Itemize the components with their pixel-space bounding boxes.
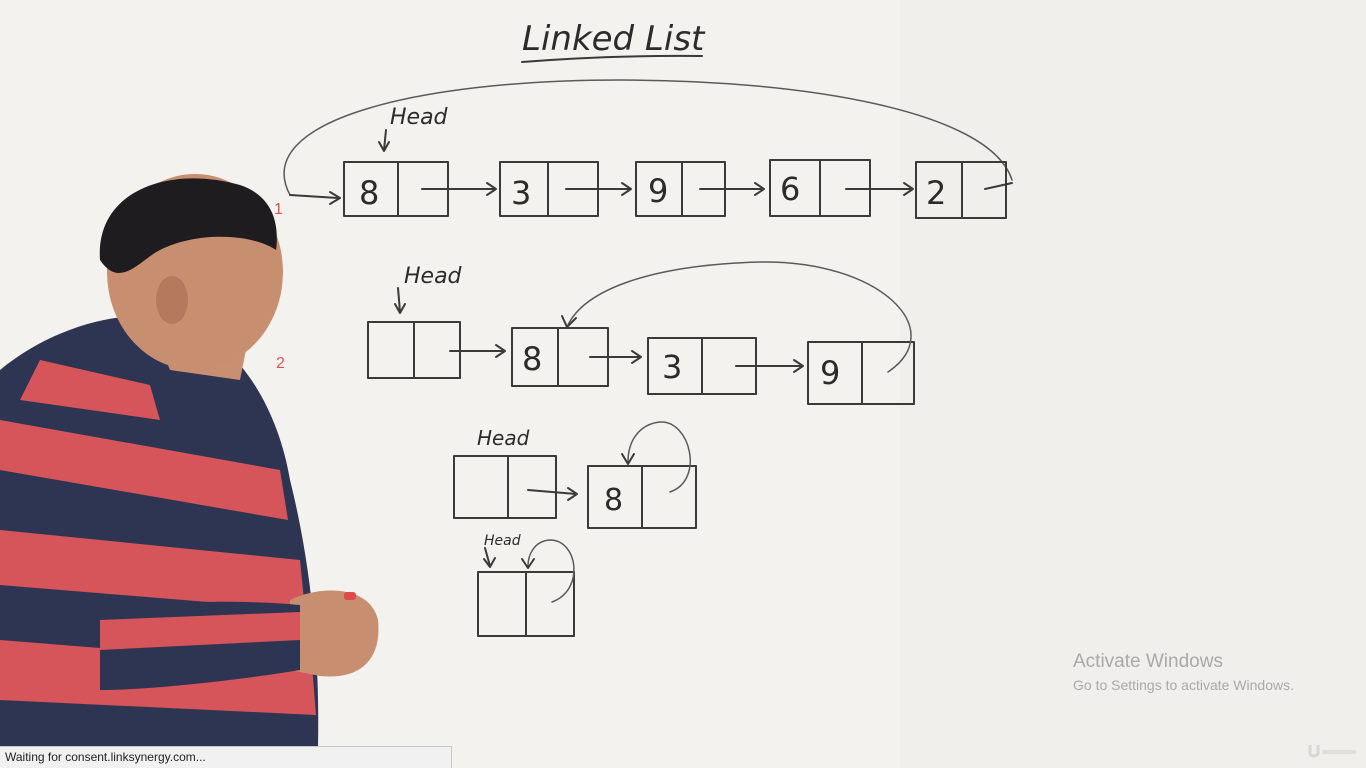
circular-list-1: Head 1 8 3 9 6 2: [274, 79, 1013, 219]
node-value: 9: [648, 172, 668, 210]
circular-list-3: Head 8: [453, 421, 697, 529]
head-label-1: Head: [390, 105, 449, 130]
list-marker-1: 1: [274, 201, 283, 218]
instructor-figure: [0, 174, 379, 746]
list-marker-2: 2: [276, 355, 285, 372]
circular-list-2: Head 2 8 3 9: [276, 261, 915, 405]
node-value: 3: [662, 348, 682, 386]
node-value: 3: [511, 174, 531, 212]
node-value: 8: [359, 174, 379, 212]
circular-list-4: Head: [477, 533, 575, 637]
node-value: 8: [604, 483, 623, 518]
watermark-title: Activate Windows: [1073, 651, 1223, 672]
node-value: 2: [926, 174, 946, 212]
head-label-3: Head: [477, 426, 530, 450]
status-text: Waiting for consent.linksynergy.com...: [5, 750, 206, 764]
watermark-subtitle: Go to Settings to activate Windows.: [1073, 677, 1294, 693]
node-value: 6: [780, 170, 800, 208]
activate-windows-watermark: Activate Windows Go to Settings to activ…: [1073, 651, 1294, 695]
head-label-4: Head: [484, 533, 521, 549]
node-value: 8: [522, 340, 542, 378]
udemy-logo-icon: [1306, 742, 1360, 760]
head-label-2: Head: [404, 264, 463, 289]
browser-status-bar: Waiting for consent.linksynergy.com...: [0, 746, 452, 768]
node-value: 9: [820, 354, 840, 392]
board-title: Linked List: [522, 19, 706, 59]
